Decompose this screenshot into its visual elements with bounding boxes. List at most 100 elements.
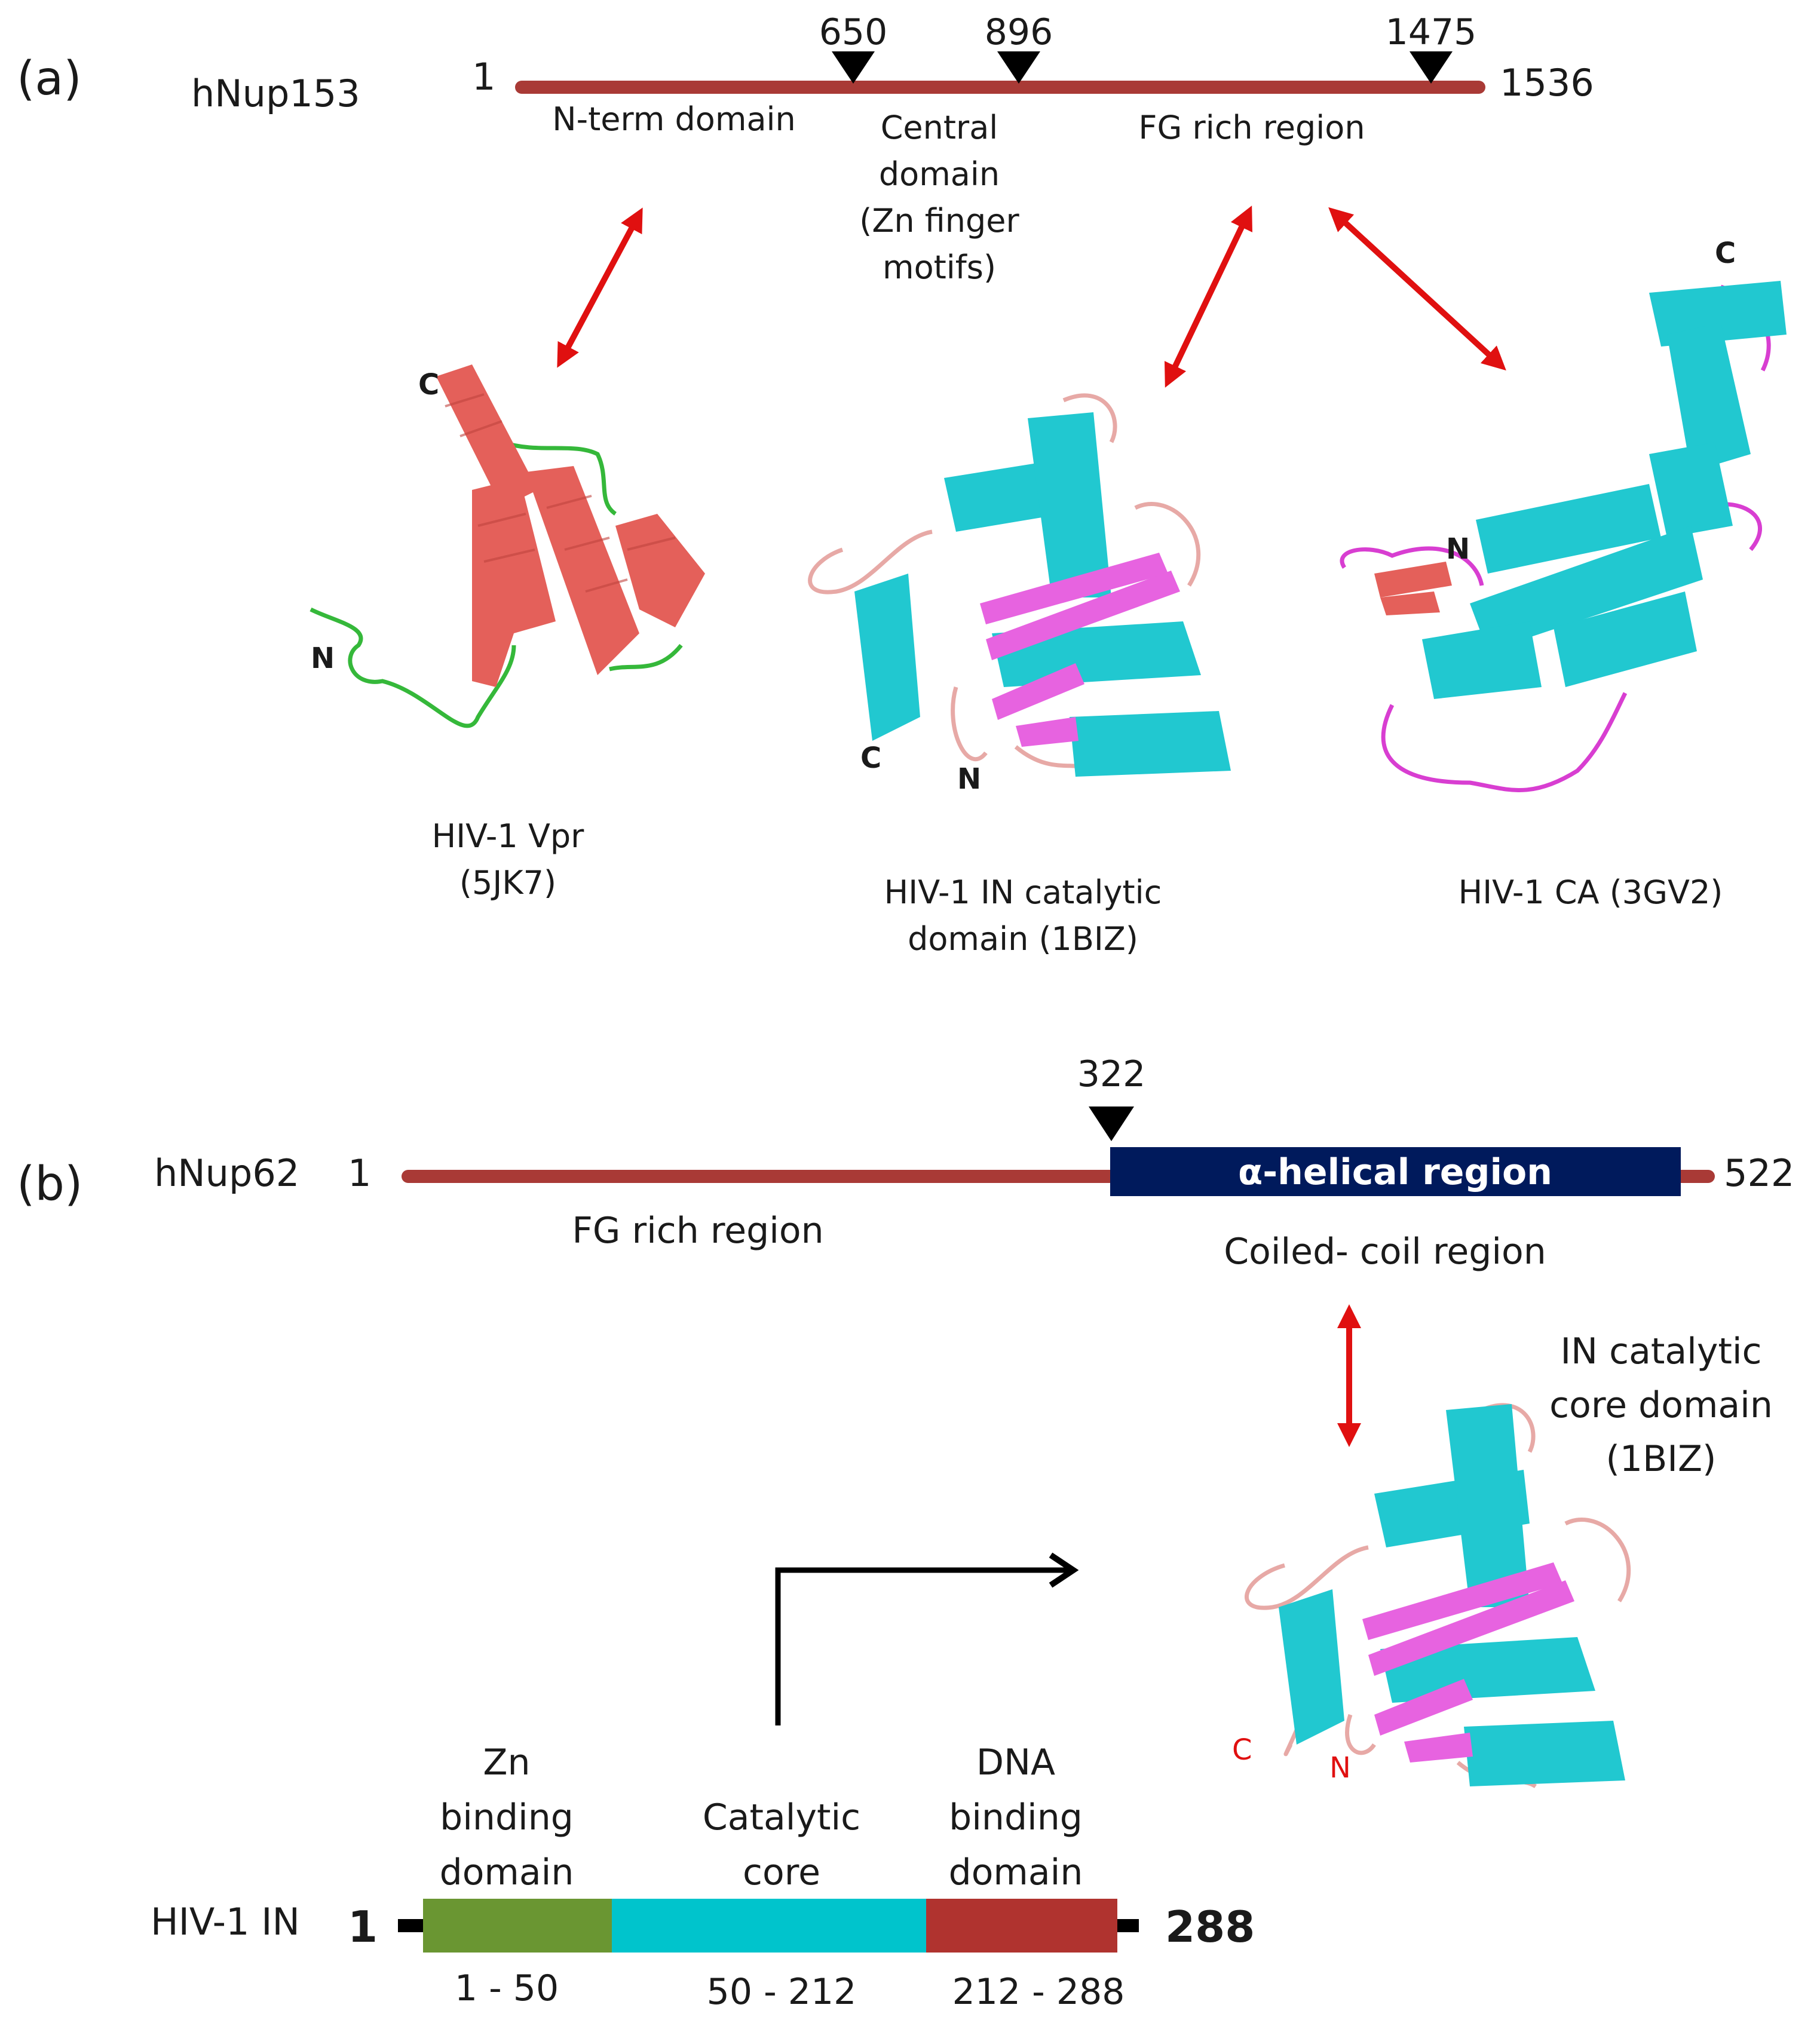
- dna-binding-domain-label: DNA binding domain: [949, 1742, 1083, 1893]
- marker-896-label: 896: [985, 11, 1053, 53]
- hnup62-end: 522: [1724, 1151, 1794, 1195]
- hiv-in-end: 288: [1165, 1902, 1255, 1952]
- in-helix-b3: [1446, 1404, 1530, 1607]
- marker-650-triangle: [832, 51, 875, 84]
- elbow-arrow: [775, 1552, 1079, 1725]
- coiled-coil-label: Coiled- coil region: [1224, 1231, 1546, 1273]
- in-strand-a1: [980, 553, 1168, 624]
- svg-text:core domain: core domain: [1549, 1384, 1773, 1426]
- svg-text:HIV-1 Vpr: HIV-1 Vpr: [432, 817, 585, 855]
- svg-text:HIV-1 IN catalytic: HIV-1 IN catalytic: [884, 873, 1162, 911]
- marker-650: 650: [819, 11, 888, 84]
- dna-binding-domain-box: [926, 1899, 1117, 1953]
- interaction-arrow-vpr: [557, 207, 643, 368]
- panel-a: (a) hNup153 1 1536 650 896 1475 N-term d…: [17, 11, 1787, 958]
- ca-helix-2: [1667, 323, 1751, 472]
- in-helix-a5: [1070, 711, 1231, 777]
- vpr-n-terminus: N: [311, 642, 335, 675]
- panel-a-label: (a): [17, 52, 82, 106]
- hnup62-start: 1: [348, 1151, 371, 1195]
- hnup153-name: hNup153: [191, 72, 360, 115]
- hnup62-name: hNup62: [154, 1151, 299, 1195]
- marker-896: 896: [985, 11, 1053, 84]
- nterm-domain-label: N-term domain: [552, 100, 796, 138]
- svg-text:domain: domain: [879, 155, 1000, 193]
- panel-b: (b) hNup62 1 α-helical region 522 322 FG…: [17, 1053, 1794, 2013]
- ca-structure: C N: [1340, 237, 1787, 792]
- ca-loops: [1340, 284, 1771, 792]
- ca-strand-1: [1374, 562, 1452, 597]
- ca-helix-4: [1476, 484, 1661, 574]
- in-strand-b3: [1374, 1679, 1473, 1736]
- svg-text:(5JK7): (5JK7): [459, 864, 556, 902]
- in-a-c-terminus: C: [860, 741, 881, 775]
- svg-text:(1BIZ): (1BIZ): [1606, 1438, 1717, 1480]
- svg-text:binding: binding: [949, 1797, 1083, 1838]
- alpha-helical-region-label: α-helical region: [1238, 1151, 1552, 1193]
- svg-text:domain: domain: [949, 1852, 1083, 1893]
- in-helix-a1: [854, 574, 920, 741]
- marker-322-triangle: [1089, 1107, 1134, 1141]
- ca-helix-3: [1649, 442, 1733, 538]
- in-strand-a3: [992, 663, 1084, 720]
- catalytic-core-label: Catalytic core: [703, 1797, 860, 1893]
- svg-text:Zn: Zn: [483, 1742, 530, 1783]
- ca-n-terminus: N: [1446, 532, 1470, 566]
- ca-helix-7: [1554, 591, 1697, 687]
- marker-1475-triangle: [1410, 51, 1453, 84]
- svg-text:Central: Central: [881, 109, 998, 146]
- fg-rich-region-label-b: FG rich region: [572, 1210, 823, 1252]
- ca-c-terminus: C: [1715, 237, 1736, 270]
- in-helix-b1: [1279, 1589, 1344, 1745]
- vpr-n-loop: [310, 607, 516, 728]
- hnup153-chain-bar: [515, 81, 1485, 94]
- in-loops-b: [1245, 1403, 1631, 1789]
- interaction-arrow-in: [1165, 206, 1252, 388]
- marker-1475: 1475: [1386, 11, 1476, 84]
- in-a-n-terminus: N: [957, 762, 981, 796]
- in-caption-a: HIV-1 IN catalytic domain (1BIZ): [884, 873, 1162, 958]
- hiv-in-name: HIV-1 IN: [151, 1900, 300, 1944]
- in-core-caption: IN catalytic core domain (1BIZ): [1549, 1331, 1773, 1480]
- marker-896-triangle: [997, 51, 1040, 84]
- svg-text:DNA: DNA: [976, 1742, 1055, 1783]
- vpr-helix-4: [615, 514, 705, 627]
- marker-650-label: 650: [819, 11, 888, 53]
- in-strand-a2: [986, 571, 1180, 660]
- ca-strand-2: [1380, 591, 1440, 615]
- ca-helix-6: [1422, 621, 1542, 699]
- vpr-loop: [501, 440, 617, 516]
- zn-binding-domain-label: Zn binding domain: [440, 1742, 574, 1893]
- in-loops-a: [808, 393, 1201, 773]
- svg-text:domain: domain: [440, 1852, 574, 1893]
- svg-text:motifs): motifs): [883, 249, 996, 286]
- in-structure-b: C N: [1232, 1403, 1631, 1789]
- catalytic-core-range: 50 - 212: [707, 1971, 857, 2013]
- in-structure-a: C N: [808, 393, 1231, 796]
- svg-text:(Zn finger: (Zn finger: [859, 202, 1019, 240]
- marker-322-label: 322: [1077, 1053, 1146, 1095]
- in-strand-b4: [1404, 1733, 1473, 1763]
- vpr-helix-2: [472, 478, 556, 687]
- vpr-c-terminus: C: [418, 368, 439, 401]
- hnup153-start: 1: [472, 55, 495, 99]
- fg-rich-region-label-a: FG rich region: [1138, 109, 1365, 146]
- vpr-helix-3: [526, 466, 639, 675]
- in-strand-b2: [1368, 1580, 1574, 1676]
- ca-helix-5: [1470, 526, 1703, 651]
- panel-b-label: (b): [17, 1157, 82, 1211]
- in-helix-a3: [1028, 412, 1111, 597]
- svg-text:Catalytic: Catalytic: [703, 1797, 860, 1838]
- in-strand-a4: [1016, 717, 1078, 747]
- interaction-arrow-ca: [1328, 207, 1506, 371]
- marker-322: 322: [1077, 1053, 1146, 1141]
- zn-domain-range: 1 - 50: [455, 1967, 559, 2009]
- svg-text:core: core: [743, 1852, 820, 1893]
- in-b-n-terminus: N: [1329, 1751, 1351, 1785]
- hiv-in-start: 1: [348, 1902, 378, 1952]
- svg-text:binding: binding: [440, 1797, 574, 1838]
- vpr-caption: HIV-1 Vpr (5JK7): [432, 817, 585, 902]
- central-domain-label: Central domain (Zn finger motifs): [859, 109, 1019, 286]
- svg-text:IN catalytic: IN catalytic: [1560, 1331, 1761, 1372]
- zn-binding-domain-box: [423, 1899, 612, 1953]
